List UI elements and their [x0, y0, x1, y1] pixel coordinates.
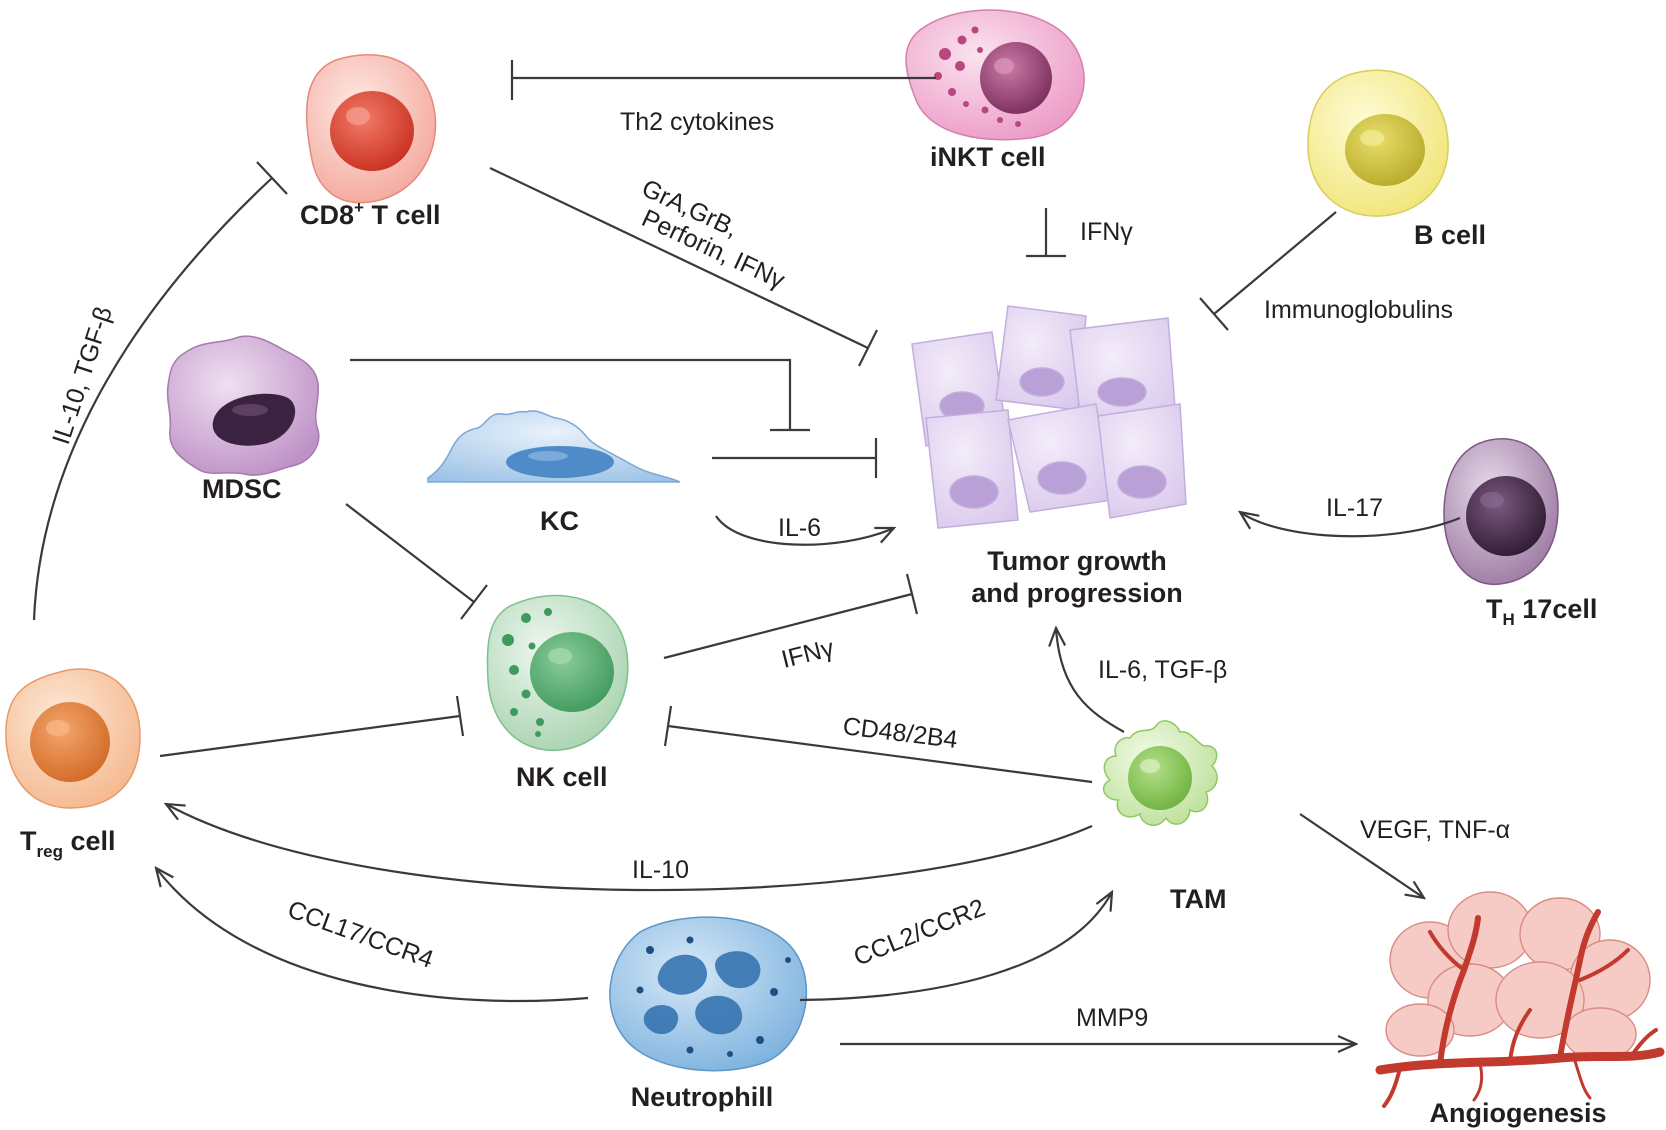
tumor-cluster	[911, 305, 1187, 529]
tam-label: TAM	[1170, 884, 1226, 914]
inkt-label: iNKT cell	[930, 142, 1046, 172]
inkt-cell	[905, 9, 1085, 141]
edge-mdsc-nk	[345, 503, 488, 620]
neutrophil-granules	[636, 936, 791, 1057]
neutrophil-nuclei	[643, 951, 761, 1035]
inkt-granules	[934, 26, 1021, 127]
edge-treg-nk	[159, 695, 465, 758]
edge-inkt-tumor	[1026, 208, 1066, 258]
edge-tam-nk	[663, 705, 1093, 784]
edge-label-vegf: VEGF, TNF-α	[1360, 816, 1510, 844]
edge-mdsc-tumor	[350, 358, 810, 432]
edge-label-immunoglobulins: Immunoglobulins	[1264, 296, 1453, 324]
edge-label-th2: Th2 cytokines	[620, 108, 774, 136]
th17-cell	[1443, 438, 1559, 585]
treg-cell	[5, 668, 141, 809]
edge-label-ccl2: CCL2/CCR2	[850, 894, 989, 972]
edge-kc-tumor-il6	[715, 515, 894, 546]
nk-label: NK cell	[516, 762, 608, 792]
edge-th17-tumor	[1240, 512, 1461, 538]
mdsc-label: MDSC	[202, 474, 282, 504]
neutrophil-label: Neutrophill	[631, 1082, 774, 1112]
angiogenesis-vessels	[1375, 909, 1665, 1108]
edge-label-il17: IL-17	[1326, 494, 1383, 522]
edge-neutrophil-tam	[799, 892, 1112, 1002]
edge-label-tam-il6: IL-6, TGF-β	[1098, 656, 1227, 684]
edge-tam-treg	[166, 804, 1093, 892]
edge-bcell-tumor	[1199, 211, 1337, 331]
edge-label-il10: IL-10	[632, 856, 689, 884]
edge-label-cd48: CD48/2B4	[841, 712, 959, 754]
cd8-label: CD8+ T cell	[300, 198, 440, 230]
treg-label: Treg cell	[20, 826, 116, 861]
edge-label-mmp9: MMP9	[1076, 1004, 1148, 1032]
edge-treg-cd8	[32, 161, 288, 621]
neutrophil-cell	[609, 916, 807, 1072]
edge-label-inkt-ifng: IFNγ	[1080, 218, 1133, 246]
edge-label-ccl17: CCL17/CCR4	[284, 895, 437, 974]
kc-cell	[427, 410, 681, 483]
angiogenesis-label: Angiogenesis	[1429, 1098, 1606, 1128]
tumor-label-line2: and progression	[971, 578, 1183, 608]
b-cell	[1307, 69, 1449, 217]
th17-label: TH 17cell	[1486, 594, 1597, 629]
cd8-t-cell	[305, 53, 437, 204]
edge-inkt-cd8	[510, 60, 936, 100]
kc-label: KC	[540, 506, 579, 536]
edge-tam-angiogenesis	[1299, 813, 1424, 898]
tam-cell	[1102, 720, 1218, 826]
edge-label-nk-ifng: IFNγ	[779, 634, 837, 674]
tumor-label-line1: Tumor growth	[987, 546, 1166, 576]
mdsc-cell	[166, 335, 320, 476]
edge-kc-tumor	[712, 438, 878, 478]
edge-neutrophil-treg	[156, 868, 589, 1003]
b-cell-label: B cell	[1414, 220, 1486, 250]
angiogenesis-cluster	[1375, 891, 1665, 1108]
nk-granules	[502, 608, 552, 737]
edge-cd8-tumor	[489, 167, 878, 367]
edge-label-kc-il6: IL-6	[778, 514, 821, 542]
edge-nk-tumor	[663, 573, 919, 660]
edge-tam-tumor	[1056, 628, 1125, 733]
nk-cell	[486, 594, 629, 751]
